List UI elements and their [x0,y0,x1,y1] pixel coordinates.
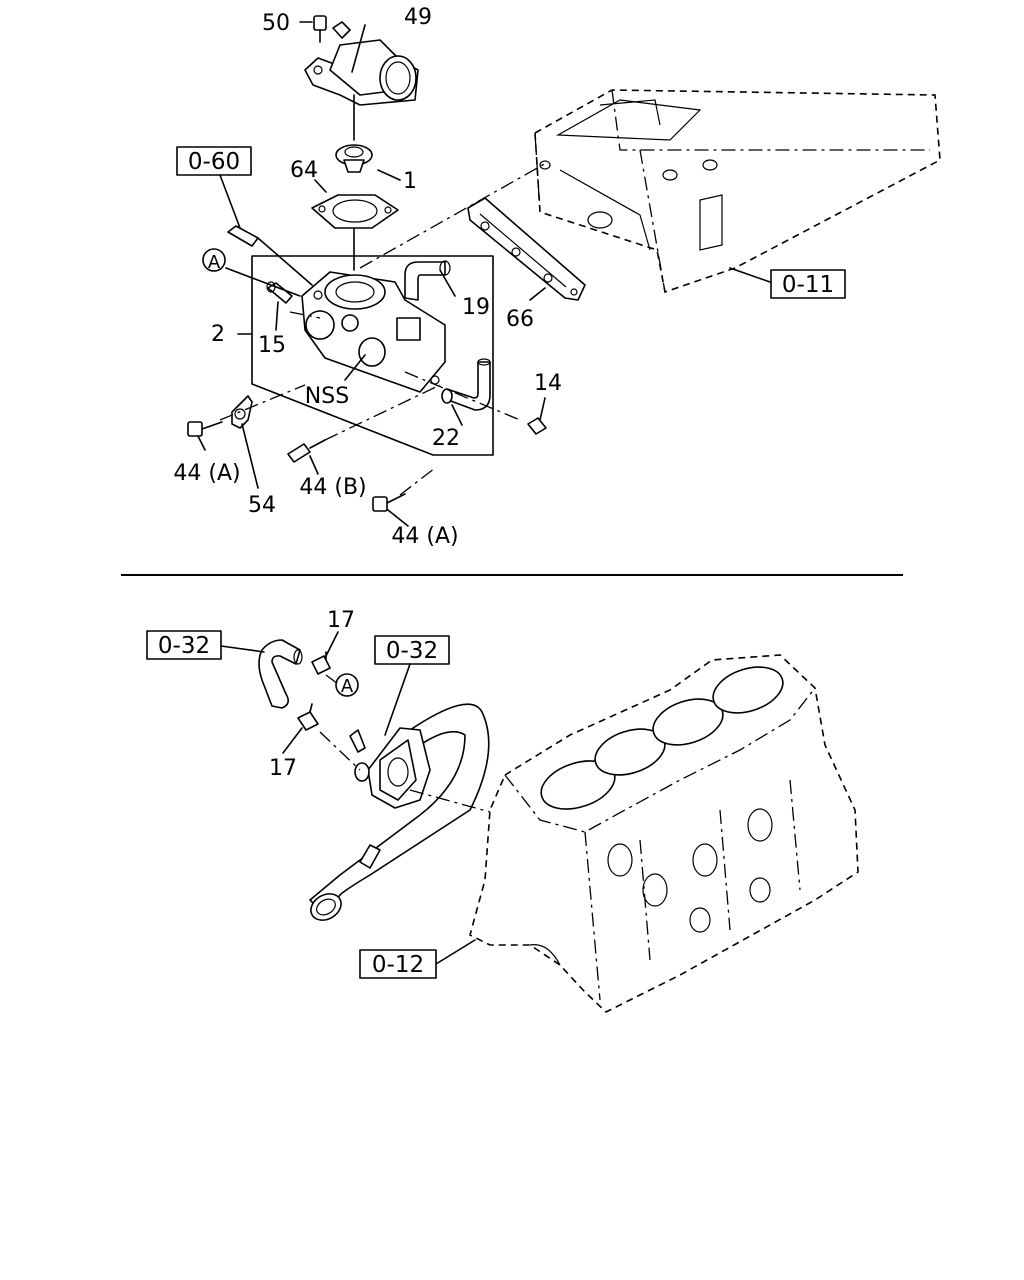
marker-a-lower: A [335,673,359,697]
cylinder-head [534,89,941,294]
bolt-50 [299,15,327,43]
outlet-pipe-49 [304,21,419,106]
bolt-44a-left [187,421,223,437]
clamp-17-top [311,651,331,675]
bolt-44a-bottom [372,493,406,512]
label-1: 1 [403,169,417,194]
pipe-19 [404,260,451,301]
ref-box-0-60: 0-60 [176,146,252,176]
label-64: 64 [290,158,318,183]
label-50: 50 [262,11,290,36]
upper-assembly: A 0-60 0-11 50 49 1 64 19 66 2 15 NSS 14… [173,5,941,549]
label-nss: NSS [305,384,349,409]
sensor-part [227,225,313,286]
label-22: 22 [432,426,460,451]
label-17-top: 17 [327,608,355,633]
clamp-17-bottom [297,703,319,731]
ref-box-0-32-left: 0-32 [146,630,222,660]
plug-14 [527,417,547,435]
ref-0-60-text: 0-60 [188,149,240,175]
label-15: 15 [258,333,286,358]
ref-0-12-text: 0-12 [372,952,424,978]
marker-a-lower-text: A [341,676,354,697]
label-44a-left: 44 (A) [173,461,240,486]
label-66: 66 [506,307,534,332]
label-19: 19 [462,295,490,320]
marker-a-upper-text: A [208,252,221,273]
label-49: 49 [404,5,432,30]
label-2: 2 [211,322,225,347]
group-frame-2 [251,255,494,456]
lower-assembly: A 0-32 0-32 0-12 17 17 [146,608,859,1013]
hose [258,639,303,709]
ref-box-0-32-center: 0-32 [374,635,450,665]
thermostat-housing [301,271,446,393]
ref-box-0-12: 0-12 [359,949,437,979]
gasket-64 [311,194,399,229]
ref-box-0-11: 0-11 [770,269,846,299]
water-pump-inlet [349,727,431,809]
label-44b: 44 (B) [299,475,366,500]
ref-0-32-left-text: 0-32 [158,633,210,659]
thermostat-1 [335,144,373,173]
bolt-44b [287,439,326,463]
ref-0-32-center-text: 0-32 [386,638,438,664]
label-54: 54 [248,493,276,518]
label-17-bottom: 17 [269,756,297,781]
ref-0-11-text: 0-11 [782,272,834,298]
label-14: 14 [534,371,562,396]
pipe-22 [441,358,491,411]
bracket-54 [231,395,253,429]
marker-a-upper: A [202,248,226,273]
engine-block [469,654,859,1013]
label-44a-bottom: 44 (A) [391,524,458,549]
water-pipe [309,703,490,921]
